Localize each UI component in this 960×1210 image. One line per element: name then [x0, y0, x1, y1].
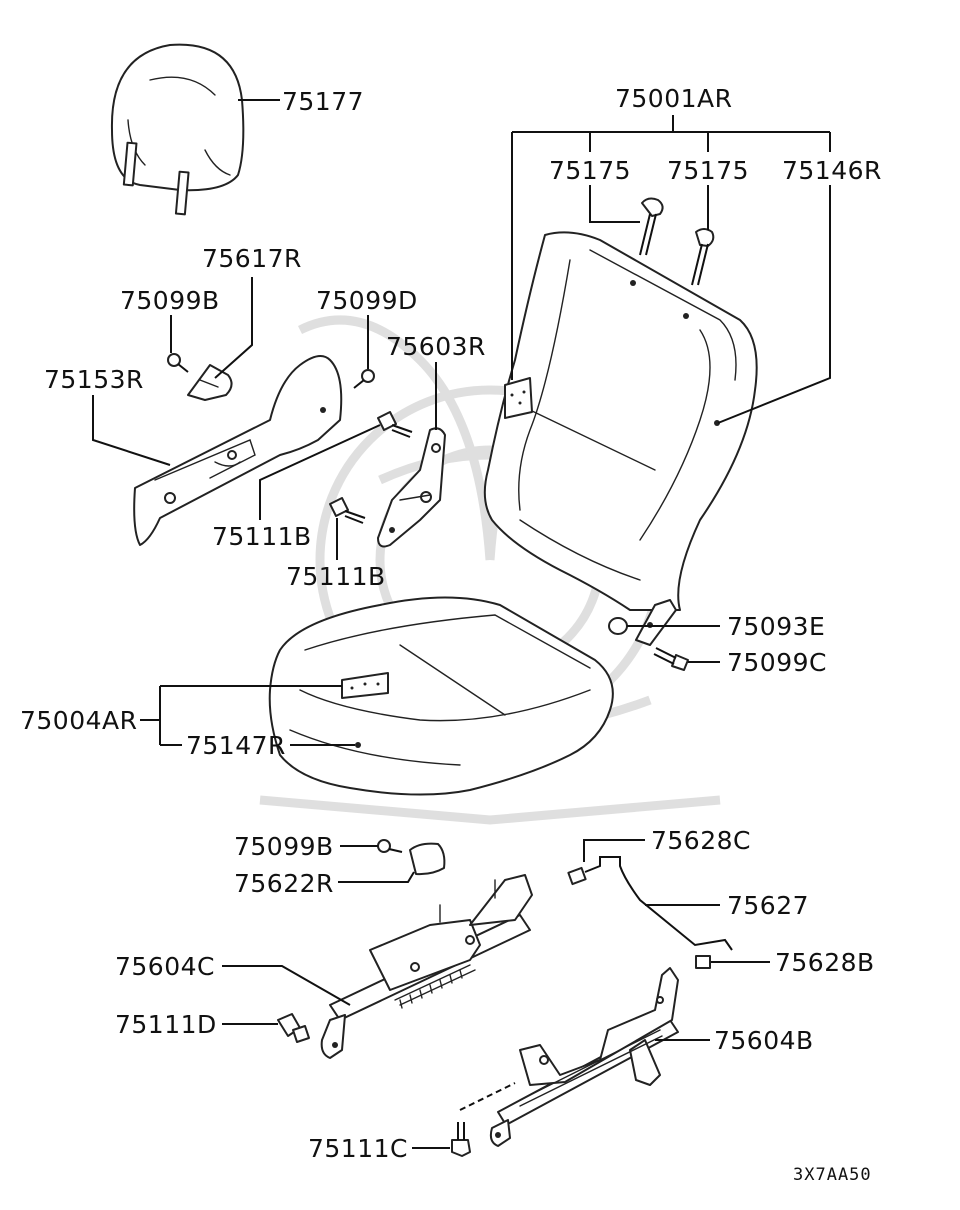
label-75603R: 75603R: [386, 332, 486, 361]
label-75099D: 75099D: [316, 286, 418, 315]
label-75628C: 75628C: [651, 826, 751, 855]
label-75617R: 75617R: [202, 244, 302, 273]
rod-75627: [567, 856, 733, 969]
label-75175-right: 75175: [667, 156, 749, 185]
label-75099B-bottom: 75099B: [234, 832, 334, 861]
bolt-75111d: [277, 1013, 310, 1043]
label-75093E: 75093E: [727, 612, 825, 641]
cover-75622r: [409, 842, 446, 876]
seat-cushion-part: [268, 596, 614, 796]
seat-rail-left: [320, 874, 533, 1059]
label-75099B-top: 75099B: [120, 286, 220, 315]
label-75177: 75177: [282, 87, 364, 116]
label-75146R: 75146R: [782, 156, 882, 185]
bolt-75111b-lower: [329, 497, 366, 524]
side-shield-part: [133, 355, 343, 546]
label-75628B: 75628B: [775, 948, 875, 977]
bolt-75099c: [653, 647, 689, 671]
headrest-part: [110, 43, 245, 216]
label-75111D: 75111D: [115, 1010, 217, 1039]
label-75622R: 75622R: [234, 869, 334, 898]
label-75099C: 75099C: [727, 648, 827, 677]
seat-rail-right: [489, 967, 679, 1147]
label-75627: 75627: [727, 891, 809, 920]
recliner-bracket-part: [377, 427, 446, 548]
label-75604C: 75604C: [115, 952, 215, 981]
label-75147R: 75147R: [186, 731, 286, 760]
screw-75099d: [353, 369, 375, 389]
label-75604B: 75604B: [714, 1026, 814, 1055]
bolt-75111b-upper: [377, 411, 413, 438]
seat-back-part: [483, 231, 758, 611]
screw-75099b-top: [167, 353, 189, 373]
label-75175-left: 75175: [549, 156, 631, 185]
screw-75099b-bottom: [377, 839, 403, 853]
label-75111C: 75111C: [308, 1134, 408, 1163]
label-75111B-upper: 75111B: [212, 522, 312, 551]
headrest-guide-right: [691, 228, 715, 286]
bolt-75111c: [451, 1122, 471, 1157]
diagram-code: 3X7AA50: [793, 1165, 872, 1185]
label-75153R: 75153R: [44, 365, 144, 394]
label-75004AR: 75004AR: [20, 706, 138, 735]
label-75001AR: 75001AR: [615, 84, 733, 113]
label-75111B-lower: 75111B: [286, 562, 386, 591]
headrest-guide-left: [639, 197, 664, 256]
